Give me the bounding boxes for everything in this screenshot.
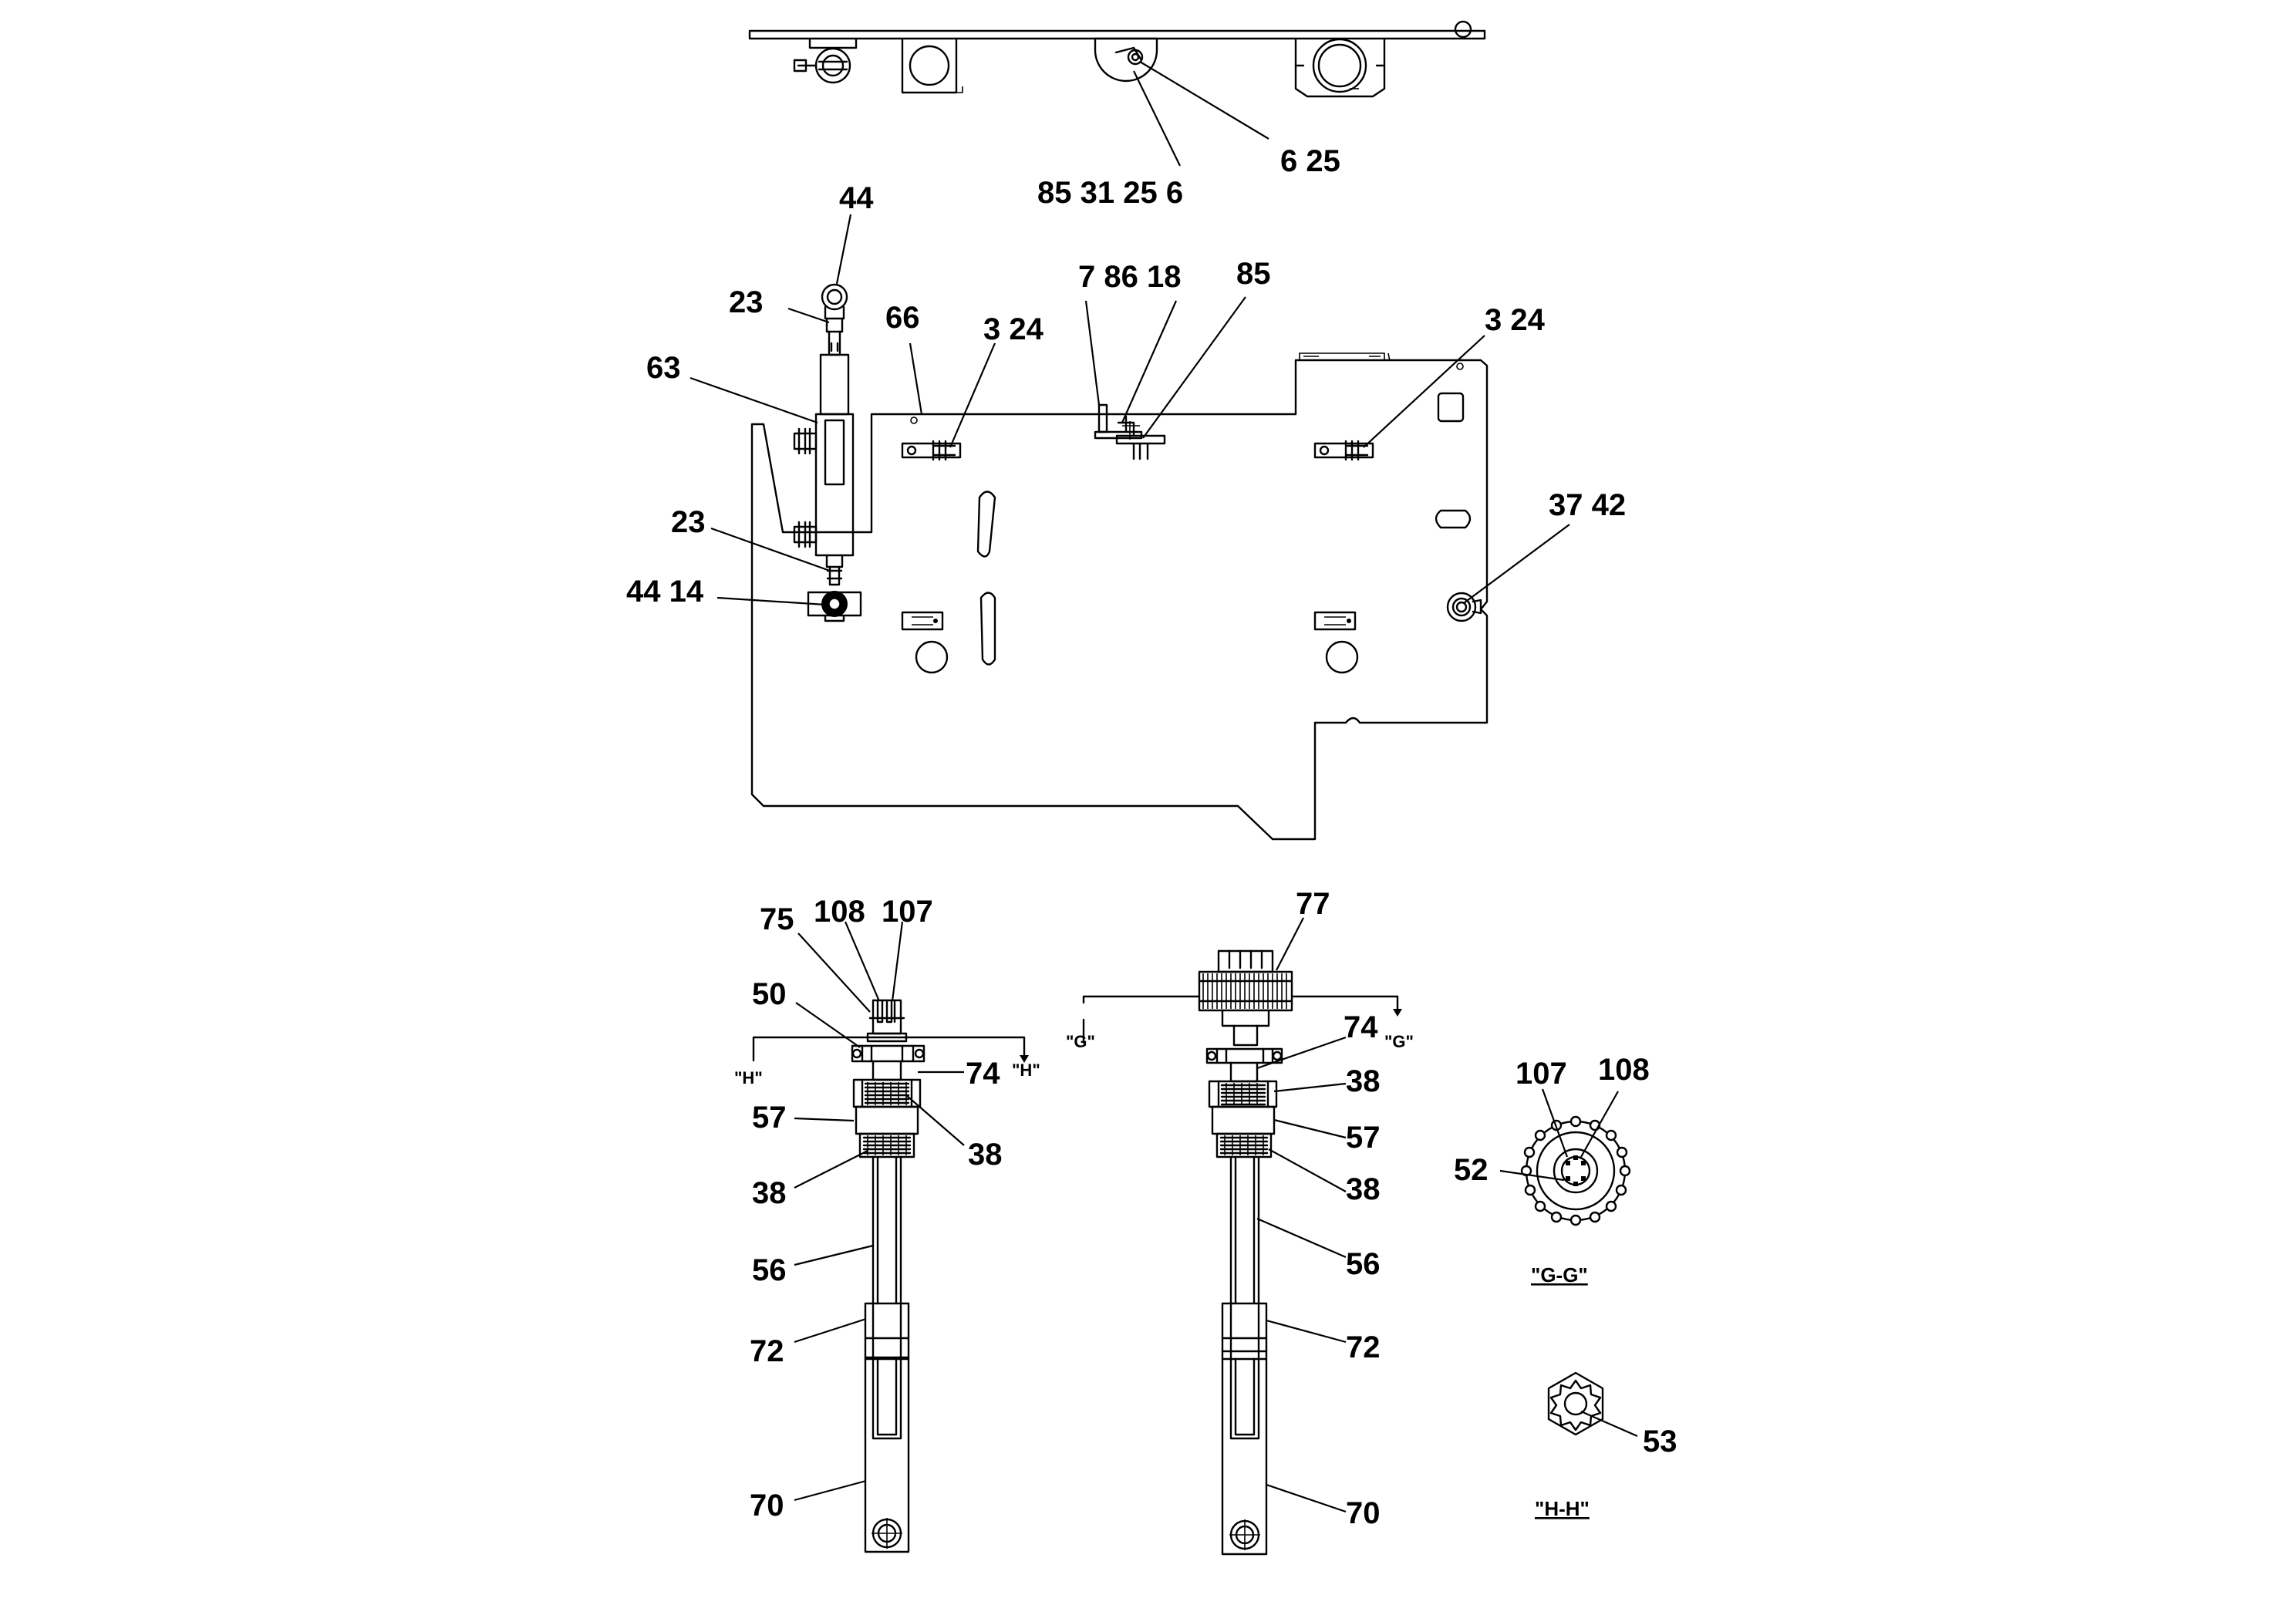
callout-37-42: 37 42 — [1549, 488, 1626, 522]
hydraulic-cylinder — [793, 283, 862, 622]
callout-44-14: 44 14 — [626, 575, 704, 609]
callout-63: 63 — [646, 351, 681, 385]
top-callout-leaders — [1133, 61, 1269, 167]
callout-75: 75 — [760, 902, 794, 936]
callout-56-right: 56 — [1346, 1247, 1381, 1281]
callout-77: 77 — [1296, 887, 1330, 921]
callout-72-right: 72 — [1346, 1330, 1381, 1364]
callout-56-left: 56 — [752, 1253, 787, 1287]
section-marker-h-left: "H" — [734, 1068, 763, 1088]
top-rail-assembly — [748, 20, 1486, 98]
callout-44-top: 44 — [839, 181, 874, 215]
callout-53: 53 — [1643, 1425, 1677, 1458]
callout-108-left: 108 — [814, 895, 865, 929]
callout-3-24-right: 3 24 — [1485, 303, 1546, 337]
callout-7-86-18: 7 86 18 — [1078, 260, 1181, 294]
callout-38-right-upper: 38 — [1346, 1064, 1381, 1098]
callout-23-bottom: 23 — [671, 505, 706, 539]
callout-70-left: 70 — [750, 1489, 784, 1523]
section-h-h-hex-nut — [1547, 1371, 1638, 1438]
section-g-g-sprocket — [1520, 1115, 1631, 1226]
callout-108-gg: 108 — [1598, 1053, 1650, 1087]
view-label-h-h: "H-H" — [1535, 1497, 1590, 1520]
section-marker-g-right: "G" — [1384, 1032, 1414, 1051]
callout-107-left: 107 — [882, 895, 933, 929]
callout-57-left: 57 — [752, 1101, 787, 1135]
callout-70-right: 70 — [1346, 1496, 1381, 1530]
main-mounting-plate — [750, 352, 1489, 841]
callout-38-right-lower: 38 — [1346, 1172, 1381, 1206]
callout-74-right: 74 — [1344, 1010, 1378, 1044]
callout-38-left-upper: 38 — [968, 1138, 1003, 1172]
callout-85: 85 — [1236, 257, 1271, 291]
callout-52: 52 — [1454, 1153, 1489, 1187]
callout-23-top: 23 — [729, 285, 764, 319]
callout-38-left-lower: 38 — [752, 1176, 787, 1210]
callout-3-24-left: 3 24 — [983, 312, 1044, 346]
right-shaft-assembly — [1082, 949, 1402, 1556]
callout-6-25-top: 6 25 — [1280, 144, 1340, 178]
section-g-g-leaders — [1499, 1088, 1619, 1182]
callout-57-right: 57 — [1346, 1121, 1381, 1155]
callout-66: 66 — [885, 301, 920, 335]
section-marker-h-right: "H" — [1012, 1061, 1040, 1080]
left-assembly-leaders — [794, 921, 965, 1502]
view-label-g-g: "G-G" — [1531, 1263, 1588, 1286]
plate-callout-leaders — [689, 214, 1570, 606]
callout-50: 50 — [752, 977, 787, 1011]
callout-85-31-25-6: 85 31 25 6 — [1037, 176, 1183, 210]
callout-72-left: 72 — [750, 1334, 784, 1368]
callout-74-left: 74 — [966, 1057, 1000, 1091]
left-shaft-assembly — [752, 999, 1029, 1553]
right-assembly-leaders — [1256, 917, 1347, 1513]
callout-107-gg: 107 — [1515, 1057, 1567, 1091]
section-marker-g-left: "G" — [1066, 1032, 1095, 1051]
